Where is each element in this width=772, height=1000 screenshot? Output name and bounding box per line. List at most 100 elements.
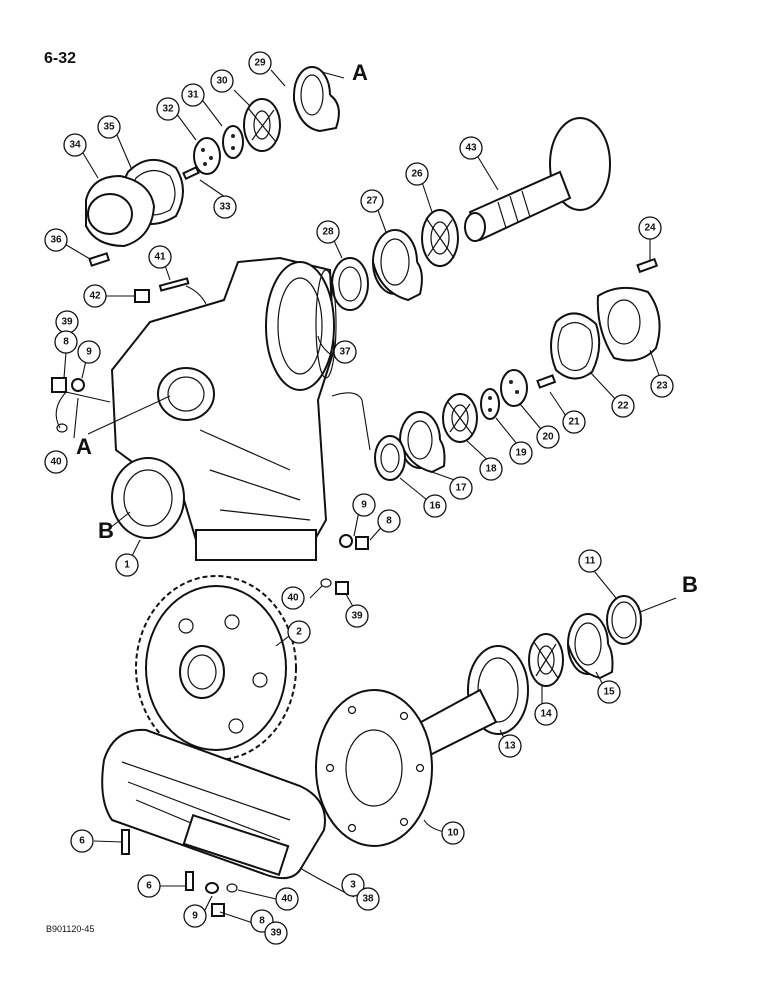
cap-screws-and-drain-plug bbox=[121, 829, 238, 917]
callout-3: 3 bbox=[341, 873, 365, 897]
callout-31: 31 bbox=[181, 83, 205, 107]
ref-letter-b-right: B bbox=[682, 572, 698, 597]
svg-text:13: 13 bbox=[504, 741, 516, 752]
svg-text:8: 8 bbox=[386, 516, 392, 527]
retainer-plate-32 bbox=[193, 137, 221, 175]
svg-text:2: 2 bbox=[296, 627, 302, 638]
callout-10: 10 bbox=[441, 821, 465, 845]
callout-34: 34 bbox=[63, 133, 87, 157]
svg-text:9: 9 bbox=[86, 347, 92, 358]
svg-text:10: 10 bbox=[447, 828, 459, 839]
svg-text:17: 17 bbox=[455, 483, 467, 494]
ref-letter-a-housing: A bbox=[76, 434, 92, 459]
svg-text:39: 39 bbox=[61, 317, 73, 328]
svg-text:38: 38 bbox=[362, 894, 374, 905]
plug-and-washer-left bbox=[51, 377, 85, 433]
bearing-cone-30 bbox=[243, 98, 281, 152]
callout-1: 1 bbox=[115, 553, 139, 577]
callout-40-left: 40 bbox=[44, 450, 68, 474]
svg-text:3: 3 bbox=[350, 880, 356, 891]
callout-35: 35 bbox=[97, 115, 121, 139]
svg-text:40: 40 bbox=[281, 894, 293, 905]
svg-text:19: 19 bbox=[515, 448, 527, 459]
cap-screw-36 bbox=[88, 252, 111, 267]
svg-text:23: 23 bbox=[656, 381, 668, 392]
svg-text:40: 40 bbox=[50, 457, 62, 468]
callout-28: 28 bbox=[316, 220, 340, 244]
callout-38: 38 bbox=[356, 887, 380, 911]
callout-14: 14 bbox=[534, 702, 558, 726]
callout-9-bottom: 9 bbox=[183, 904, 207, 928]
svg-text:42: 42 bbox=[89, 291, 101, 302]
callout-9-left: 9 bbox=[77, 340, 101, 364]
drive-housing-1 bbox=[110, 256, 336, 561]
callout-15: 15 bbox=[597, 680, 621, 704]
callout-19: 19 bbox=[509, 441, 533, 465]
pinion-shaft-43 bbox=[464, 117, 611, 242]
svg-text:15: 15 bbox=[603, 687, 615, 698]
figure-code: B901120-45 bbox=[46, 924, 95, 934]
callouts: 29 30 31 32 35 34 33 36 43 26 27 28 41 4… bbox=[44, 51, 674, 945]
oil-pan-3 bbox=[101, 728, 326, 880]
callout-33: 33 bbox=[213, 195, 237, 219]
output-shaft-10 bbox=[315, 688, 498, 847]
callout-23: 23 bbox=[650, 374, 674, 398]
ref-letter-b-housing: B bbox=[98, 518, 114, 543]
thrust-washer-19 bbox=[480, 388, 500, 420]
svg-text:30: 30 bbox=[216, 76, 228, 87]
bearing-cone-26 bbox=[421, 209, 459, 267]
svg-text:35: 35 bbox=[103, 122, 115, 133]
svg-text:43: 43 bbox=[465, 143, 477, 154]
svg-text:28: 28 bbox=[322, 227, 334, 238]
svg-text:32: 32 bbox=[162, 104, 174, 115]
outer-bearing-cup-29 bbox=[293, 66, 340, 133]
callout-18: 18 bbox=[479, 457, 503, 481]
callout-39-right: 39 bbox=[345, 604, 369, 628]
svg-text:39: 39 bbox=[351, 611, 363, 622]
callout-20: 20 bbox=[536, 425, 560, 449]
bearing-cup-15 bbox=[567, 613, 614, 680]
callout-30: 30 bbox=[210, 69, 234, 93]
callout-6-lower: 6 bbox=[137, 874, 161, 898]
svg-text:34: 34 bbox=[69, 140, 81, 151]
callout-26: 26 bbox=[405, 162, 429, 186]
bearing-cup-27 bbox=[372, 229, 423, 302]
svg-text:9: 9 bbox=[361, 500, 367, 511]
oil-seal-28 bbox=[331, 257, 369, 311]
svg-text:36: 36 bbox=[50, 235, 62, 246]
svg-text:21: 21 bbox=[568, 417, 580, 428]
page-number: 6-32 bbox=[44, 50, 77, 67]
callout-42: 42 bbox=[83, 284, 107, 308]
callout-41: 41 bbox=[148, 245, 172, 269]
callout-24: 24 bbox=[638, 216, 662, 240]
callout-2: 2 bbox=[287, 620, 311, 644]
svg-text:1: 1 bbox=[124, 560, 130, 571]
callout-39-bottom: 39 bbox=[264, 921, 288, 945]
callout-11: 11 bbox=[578, 549, 602, 573]
callout-13: 13 bbox=[498, 734, 522, 758]
ref-letter-a-top: A bbox=[352, 60, 368, 85]
callout-43: 43 bbox=[459, 136, 483, 160]
retainer-plate-20 bbox=[500, 369, 528, 407]
svg-text:9: 9 bbox=[192, 911, 198, 922]
cap-screw-21 bbox=[536, 374, 557, 389]
svg-text:29: 29 bbox=[254, 58, 266, 69]
callout-39-left: 39 bbox=[55, 310, 79, 334]
svg-text:26: 26 bbox=[411, 169, 423, 180]
callout-37: 37 bbox=[333, 340, 357, 364]
gasket-22 bbox=[550, 312, 601, 380]
svg-text:24: 24 bbox=[644, 223, 656, 234]
svg-text:6: 6 bbox=[79, 836, 85, 847]
svg-text:37: 37 bbox=[339, 347, 351, 358]
cap-screw-33 bbox=[182, 165, 200, 181]
svg-text:8: 8 bbox=[63, 337, 69, 348]
svg-text:41: 41 bbox=[154, 252, 166, 263]
callout-21: 21 bbox=[562, 410, 586, 434]
end-cover-34 bbox=[85, 174, 156, 248]
cap-screw-24 bbox=[636, 257, 659, 274]
svg-text:33: 33 bbox=[219, 202, 231, 213]
callout-32: 32 bbox=[156, 97, 180, 121]
bearing-cone-18 bbox=[442, 393, 478, 443]
snap-ring-11 bbox=[606, 595, 642, 645]
svg-text:40: 40 bbox=[287, 593, 299, 604]
